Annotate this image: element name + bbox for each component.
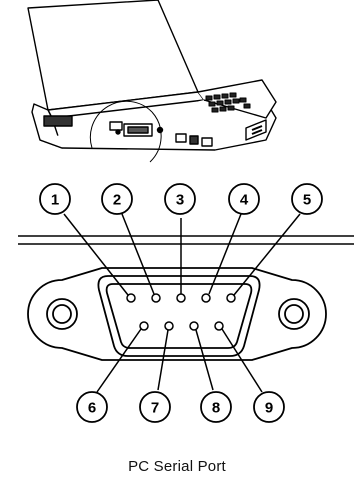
pin-callouts-top: 1 2 3 4 5 [39,183,323,215]
pin-5 [226,293,236,303]
pin-callout-8: 8 [200,391,232,423]
pin-label-6: 6 [88,400,96,417]
pin-label-7: 7 [151,400,159,417]
diagram-caption: PC Serial Port [128,458,226,475]
pin-callout-1: 1 [39,183,71,215]
pin-8 [189,321,199,331]
pin-9 [214,321,224,331]
pin-callout-3: 3 [164,183,196,215]
db9-connector [27,267,327,361]
pin-callout-9: 9 [253,391,285,423]
pin-callout-2: 2 [101,183,133,215]
mounting-screw-left [46,298,78,330]
pin-4 [201,293,211,303]
pin-3 [176,293,186,303]
keyboard-keys [205,92,251,113]
d-shell-inner [105,283,253,349]
pin-label-9: 9 [265,400,273,417]
leader-lines [63,213,301,393]
pin-label-4: 4 [240,192,249,209]
pin-callout-7: 7 [139,391,171,423]
mounting-screw-right [278,298,310,330]
pin-callouts-bottom: 6 7 8 9 [76,391,285,423]
pin-label-5: 5 [303,192,311,209]
d-shell-outer [97,275,261,357]
pin-label-1: 1 [51,192,59,209]
laptop-illustration [27,0,277,163]
pin-label-8: 8 [212,400,220,417]
pin-label-2: 2 [113,192,121,209]
pin-callout-6: 6 [76,391,108,423]
pin-7 [164,321,174,331]
pin-2 [151,293,161,303]
pin-6 [139,321,149,331]
laptop-lid [27,0,199,111]
pin-label-3: 3 [176,192,184,209]
pin-callout-4: 4 [228,183,260,215]
pin-callout-5: 5 [291,183,323,215]
connector-pins [126,293,236,331]
pin-1 [126,293,136,303]
highlight-circle [89,100,153,149]
